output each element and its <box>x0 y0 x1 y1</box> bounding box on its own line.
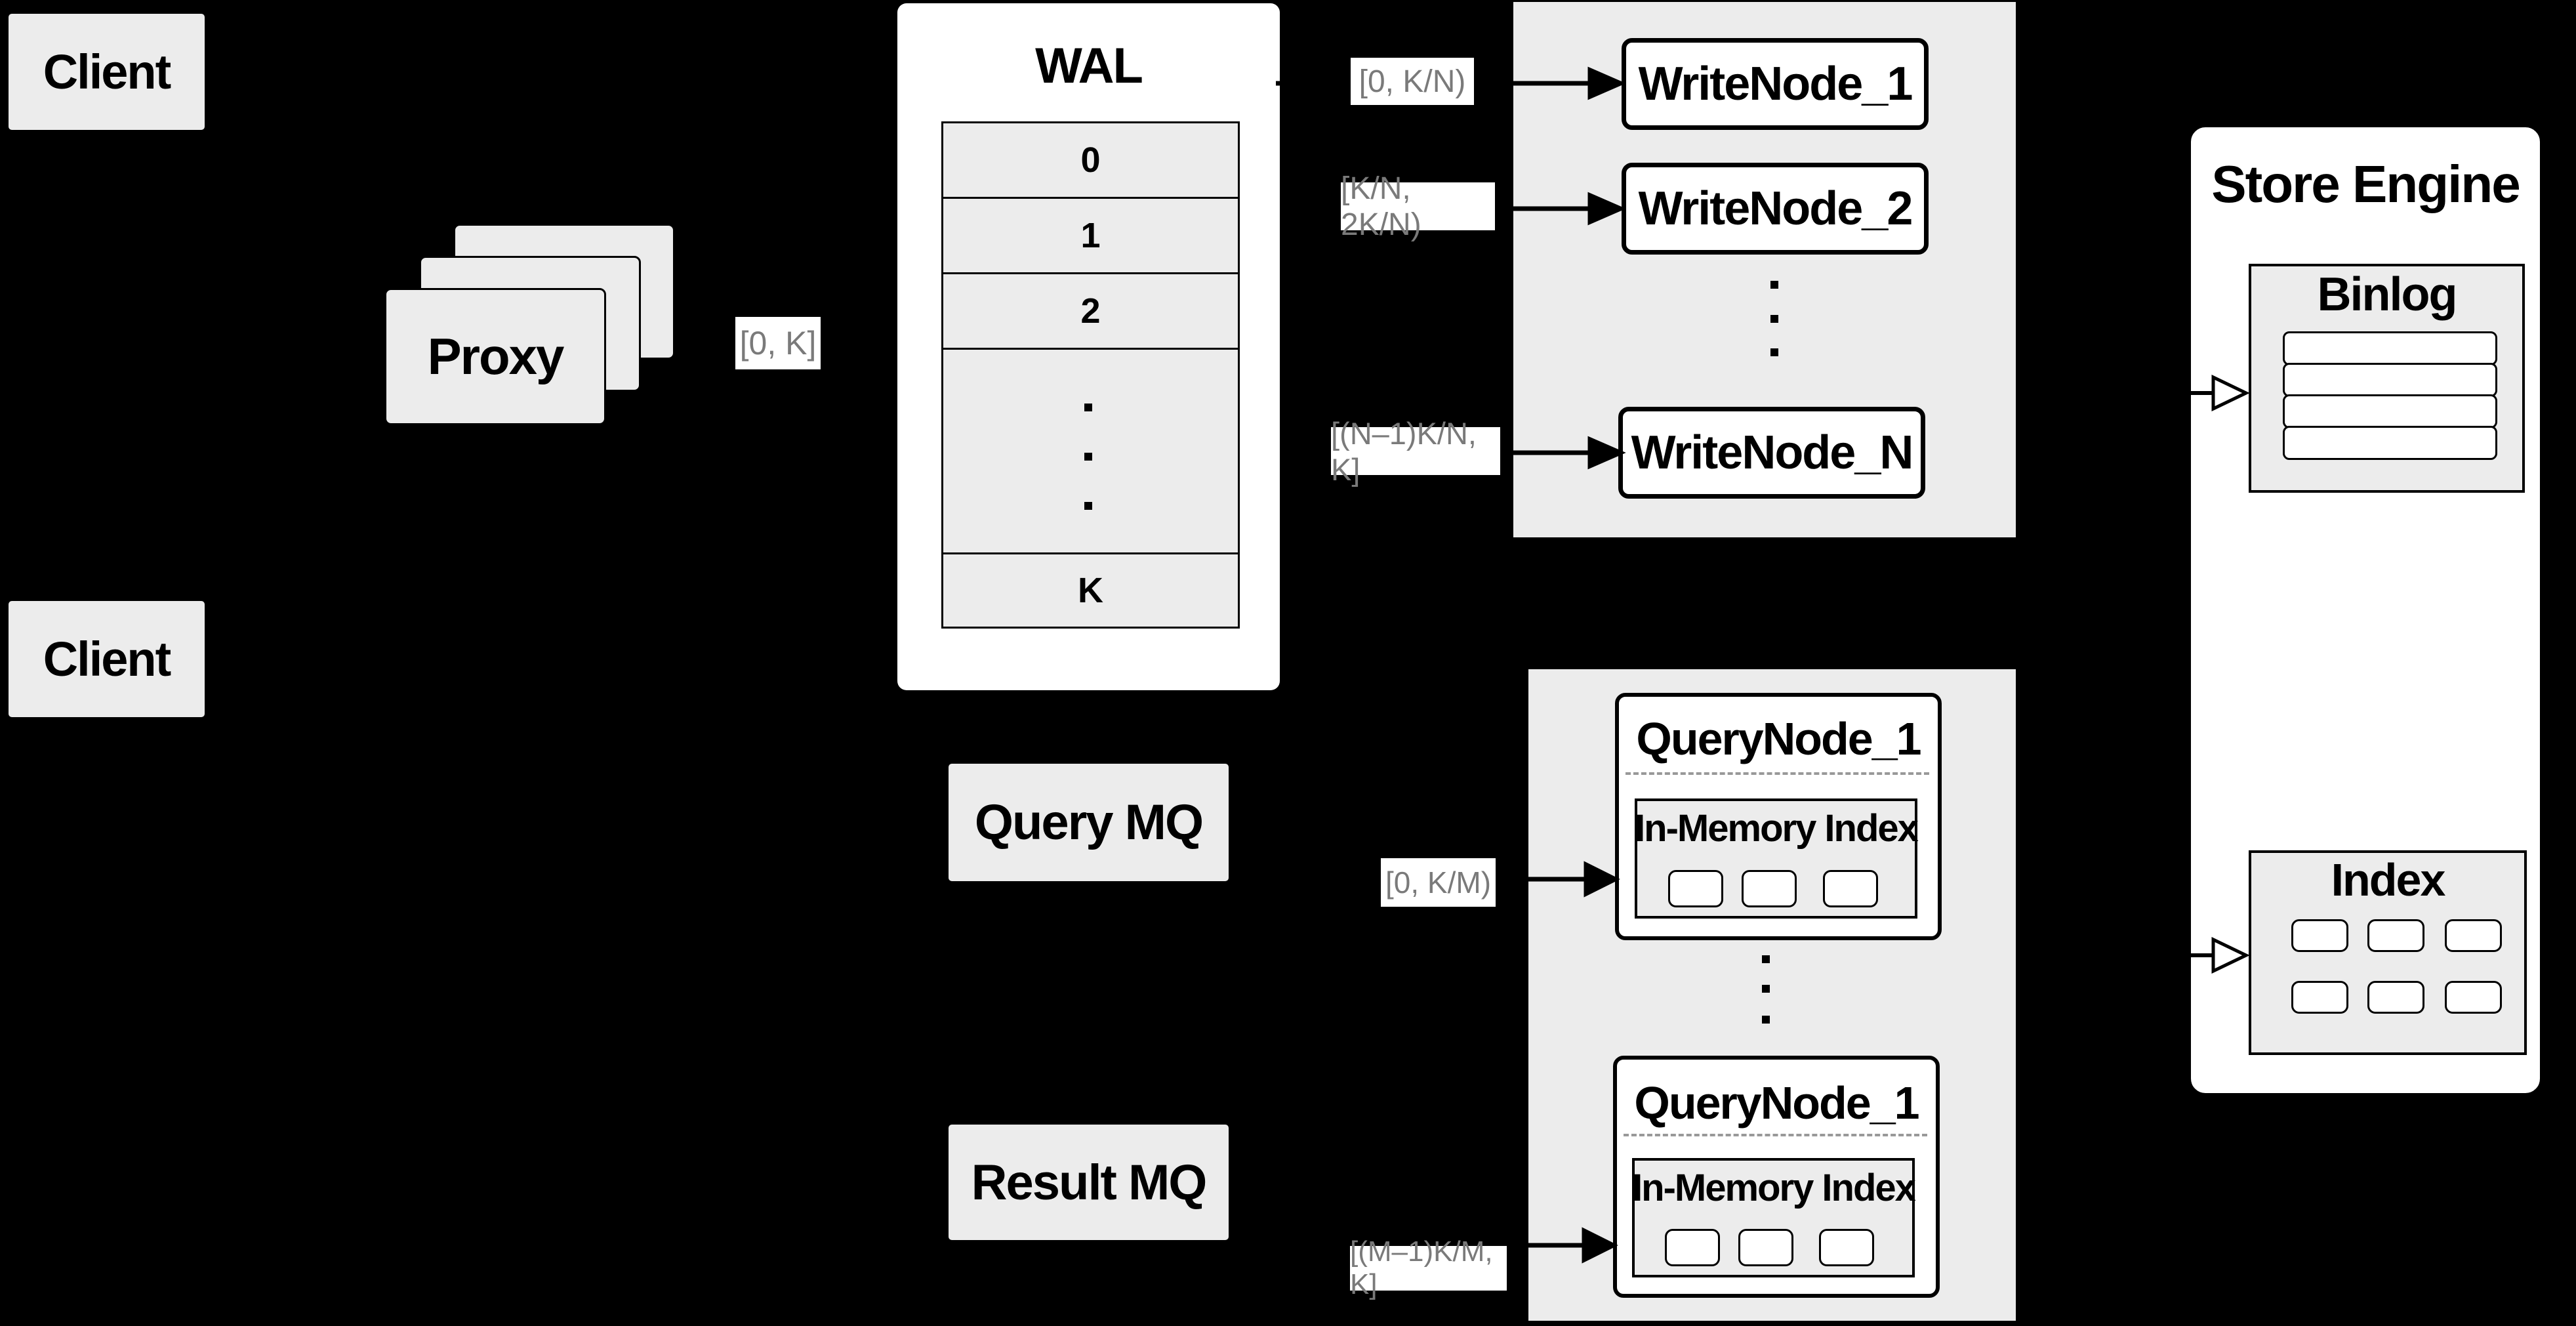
client-box-bottom: Client <box>7 599 207 719</box>
index-title: Index <box>2331 854 2446 905</box>
range-label-0-k: [0, K] <box>735 317 821 369</box>
in-memory-index-title-1: In-Memory Index <box>1635 806 1919 850</box>
wal-row-0: 0 <box>941 121 1240 199</box>
query-node-2-title: QueryNode_1 <box>1634 1077 1919 1129</box>
wal-row-k: K <box>941 552 1240 629</box>
index-segment <box>1742 870 1797 907</box>
binlog-segment <box>2283 426 2497 460</box>
client-box-top: Client <box>7 12 207 132</box>
index-segment <box>1665 1229 1720 1266</box>
index-segment <box>2445 919 2502 952</box>
index-box <box>2249 850 2527 1055</box>
store-engine-title: Store Engine <box>2211 155 2520 213</box>
index-segment <box>1738 1229 1793 1266</box>
ellipsis-dot <box>1084 404 1092 411</box>
dashed-separator <box>1624 1134 1927 1136</box>
result-mq-box: Result MQ <box>947 1123 1231 1242</box>
binlog-title: Binlog <box>2317 268 2458 321</box>
write-node-n: WriteNode_N <box>1618 407 1925 499</box>
query-node-1-title: QueryNode_1 <box>1636 713 1921 764</box>
range-label-0-kn: [0, K/N) <box>1351 58 1474 105</box>
ellipsis-dot <box>1084 453 1092 461</box>
ellipsis-dot <box>1770 315 1778 323</box>
index-segment <box>2367 981 2424 1014</box>
range-label-kn-2kn: [K/N, 2K/N) <box>1341 171 1495 242</box>
range-label-0-km: [0, K/M) <box>1381 858 1496 907</box>
dashed-separator <box>1625 772 1929 775</box>
range-label-n1kn-k: [(N–1)K/N, K] <box>1331 416 1500 487</box>
binlog-segment <box>2283 331 2497 365</box>
binlog-segment <box>2283 394 2497 428</box>
ellipsis-dot <box>1762 955 1770 963</box>
index-segment <box>2367 919 2424 952</box>
ellipsis-dot <box>1762 985 1770 993</box>
write-node-2: WriteNode_2 <box>1622 163 1929 255</box>
index-segment <box>1668 870 1723 907</box>
index-segment <box>2291 981 2348 1014</box>
index-segment <box>1819 1229 1874 1266</box>
index-segment <box>2445 981 2502 1014</box>
in-memory-index-title-2: In-Memory Index <box>1632 1166 1916 1209</box>
index-segment <box>1823 870 1878 907</box>
ellipsis-dot <box>1770 281 1778 289</box>
wal-title: WAL <box>1035 37 1143 94</box>
ellipsis-dot <box>1084 502 1092 510</box>
wal-row-ellipsis <box>941 348 1240 554</box>
wal-row-1: 1 <box>941 197 1240 274</box>
ellipsis-dot <box>1770 348 1778 356</box>
range-label-m1km-k: [(M–1)K/M, K] <box>1350 1235 1507 1300</box>
proxy-box: Proxy <box>384 288 606 425</box>
query-mq-box: Query MQ <box>947 762 1231 883</box>
ellipsis-dot <box>1762 1016 1770 1024</box>
index-segment <box>2291 919 2348 952</box>
wal-row-2: 2 <box>941 272 1240 350</box>
write-node-1: WriteNode_1 <box>1622 38 1929 130</box>
binlog-segment <box>2283 363 2497 397</box>
